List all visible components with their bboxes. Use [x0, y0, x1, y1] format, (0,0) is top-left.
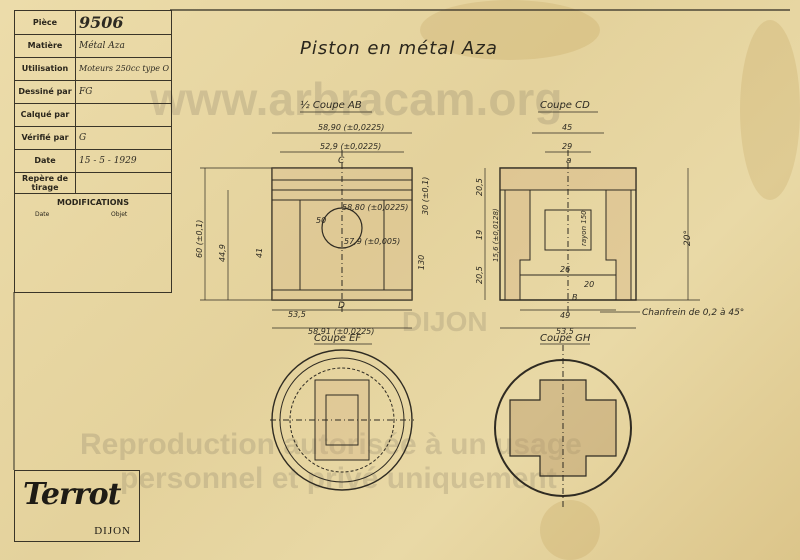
- value-utilisation: Moteurs 250cc type O: [79, 64, 169, 73]
- label-section-cd: Coupe CD: [540, 100, 590, 111]
- label-section-ef: Coupe EF: [314, 333, 361, 344]
- dim-d6: 58,91 (±0,0225): [308, 327, 374, 336]
- title-block: Pièce 9506 Matière Métal Aza Utilisation…: [14, 10, 172, 194]
- dim-v10: 15,6 (±0,0128): [492, 208, 500, 262]
- value-dessine: FG: [79, 86, 93, 97]
- section-gh-view: [494, 345, 632, 510]
- dim-d5: 53,5: [288, 310, 306, 319]
- value-matiere: Métal Aza: [79, 40, 125, 51]
- title-row-dessine: Dessiné par FG: [15, 80, 171, 104]
- dim-d10: 20: [584, 280, 594, 289]
- dim-v2: 44,9: [218, 244, 227, 262]
- label-calque: Calqué par: [15, 103, 76, 126]
- watermark-dijon: DIJON: [402, 306, 488, 337]
- dim-d4: 57,9 (±0,005): [344, 237, 400, 246]
- label-repere: Repère de tirage: [15, 172, 76, 193]
- dim-letter-d: D: [338, 301, 345, 311]
- dim-d12: 53,5: [556, 327, 574, 336]
- logo-city: DIJON: [94, 525, 131, 537]
- paper-stain: [540, 500, 600, 560]
- dim-v9: 20,5: [475, 266, 484, 284]
- label-piece: Pièce: [15, 11, 76, 34]
- modifications-objet-label: Objet: [111, 211, 128, 218]
- dim-v3: 41: [255, 248, 264, 258]
- chamfer-note: Chanfrein de 0,2 à 45°: [642, 308, 744, 318]
- watermark-site: www.arbracam.org: [150, 73, 563, 125]
- title-row-matiere: Matière Métal Aza: [15, 34, 171, 58]
- dim-d11: 49: [560, 311, 570, 320]
- title-row-utilisation: Utilisation Moteurs 250cc type O: [15, 57, 171, 81]
- dim-v6: 130: [417, 255, 426, 270]
- half-section-ab-view: [271, 150, 413, 315]
- dim-v8: 19: [475, 230, 484, 240]
- value-date: 15 - 5 - 1929: [79, 155, 137, 166]
- title-row-piece: Pièce 9506: [15, 11, 171, 35]
- title-row-repere: Repère de tirage: [15, 172, 171, 193]
- label-section-gh: Coupe GH: [540, 333, 591, 344]
- dim-letter-a: a: [566, 156, 572, 166]
- title-row-date: Date 15 - 5 - 1929: [15, 149, 171, 173]
- dim-v5: 30 (±0,1): [421, 177, 430, 215]
- section-cd-view: [499, 150, 637, 315]
- dim-v1: 60 (±0,1): [195, 220, 204, 258]
- label-utilisation: Utilisation: [15, 57, 76, 80]
- title-row-verifie: Vérifié par G: [15, 126, 171, 150]
- dim-letter-c: C: [338, 156, 345, 166]
- dim-d7: 45: [562, 123, 572, 132]
- label-verifie: Vérifié par: [15, 126, 76, 149]
- label-matiere: Matière: [15, 34, 76, 57]
- value-verifie: G: [79, 132, 87, 143]
- paper-stain: [740, 20, 800, 200]
- dim-d2: 52,9 (±0,0225): [320, 142, 381, 151]
- dim-v11: rayon 150: [580, 210, 588, 246]
- modifications-block: MODIFICATIONS Date Objet: [14, 192, 172, 293]
- dim-d9: 26: [560, 265, 570, 274]
- dim-v4: 50: [316, 216, 326, 225]
- terrot-logo: Terrot DIJON: [14, 470, 140, 542]
- title-row-calque: Calqué par: [15, 103, 171, 127]
- modifications-title: MODIFICATIONS: [57, 198, 129, 207]
- dim-v7: 20,5: [475, 178, 484, 196]
- modifications-date-label: Date: [35, 211, 50, 218]
- dim-letter-b: B: [572, 293, 578, 302]
- section-ef-view: [270, 349, 414, 491]
- logo-name: Terrot: [23, 477, 121, 512]
- value-piece: 9506: [79, 13, 124, 32]
- dim-d8: 29: [562, 142, 572, 151]
- label-date: Date: [15, 149, 76, 172]
- label-half-section-ab: ½ Coupe AB: [300, 99, 362, 111]
- dim-d1: 58,90 (±0,0225): [318, 123, 384, 132]
- drawing-title: Piston en métal Aza: [300, 38, 498, 59]
- dim-d3: 58,80 (±0,0225): [342, 203, 408, 212]
- dim-v12: 20°: [683, 230, 693, 246]
- label-dessine: Dessiné par: [15, 80, 76, 103]
